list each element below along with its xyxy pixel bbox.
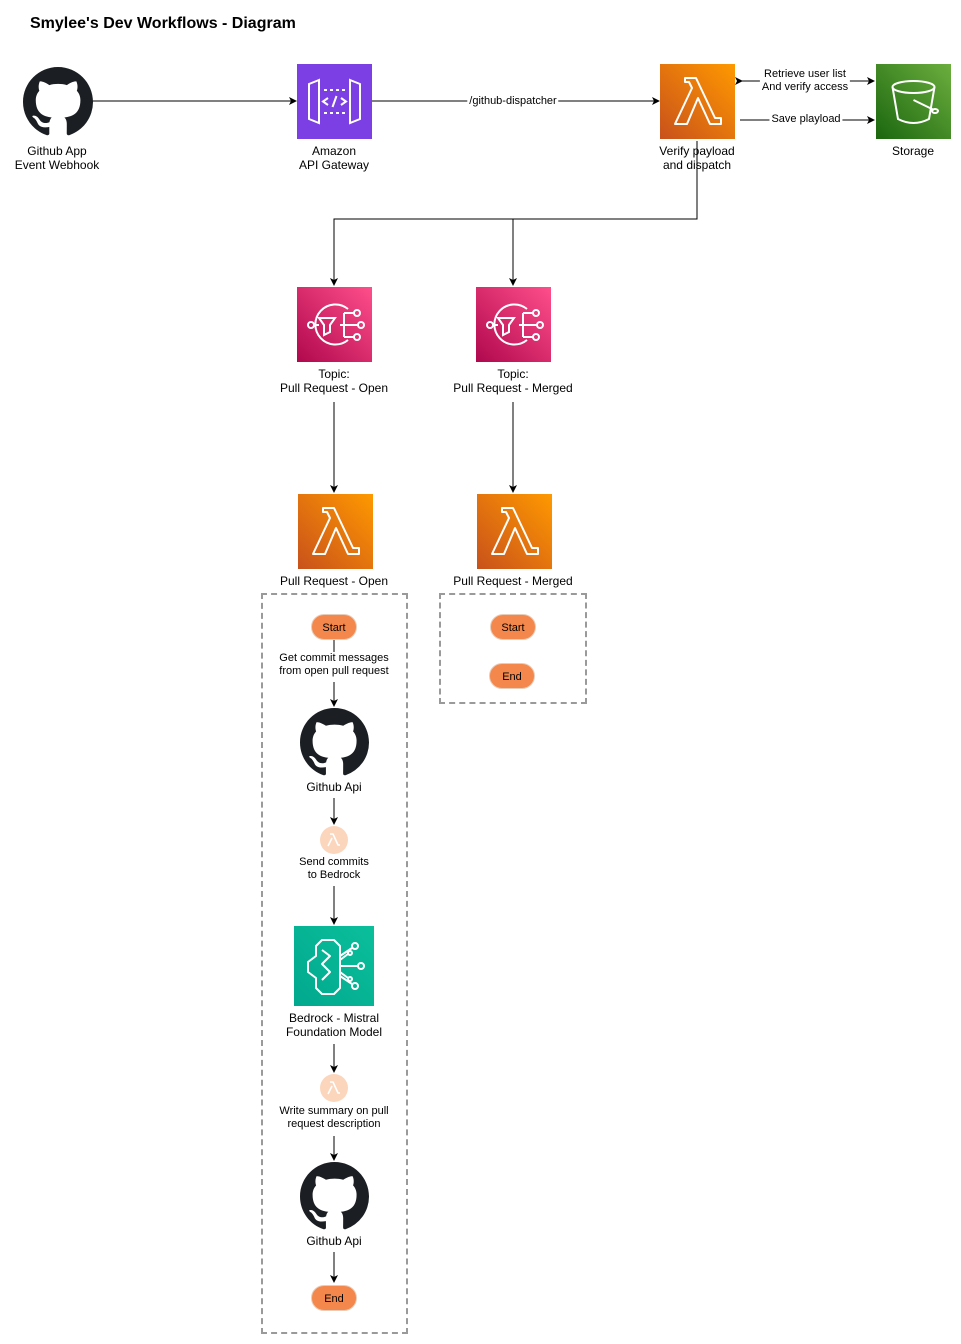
github-icon (300, 708, 369, 777)
small-lambda-icon (320, 1074, 348, 1102)
lambda-icon (477, 494, 552, 569)
lambda-icon (298, 494, 373, 569)
github-api-label: Github Api (306, 780, 362, 794)
lambda-open-label: Pull Request - Open (279, 574, 389, 588)
lambda-icon (660, 64, 735, 139)
sns-topic-icon (297, 287, 372, 362)
open-workflow-container (261, 593, 408, 1334)
lambda-merged-label: Pull Request - Merged (453, 574, 573, 588)
small-lambda-icon (320, 826, 348, 854)
storage-label: Storage (891, 144, 935, 158)
edge-dispatch-to-topic-open (330, 141, 698, 286)
diagram-title: Smylee's Dev Workflows - Diagram (30, 15, 296, 32)
open-start-terminal: Start (311, 614, 357, 640)
github-icon (300, 1162, 369, 1231)
merged-workflow-container (439, 593, 587, 704)
merged-start-terminal: Start (490, 614, 536, 640)
save-edge-label: Save playload (769, 113, 843, 126)
topic-open-label: Topic:Pull Request - Open (279, 367, 389, 395)
github-api-label: Github Api (306, 1234, 362, 1248)
merged-end-terminal: End (489, 663, 535, 689)
open-end-terminal: End (311, 1285, 357, 1311)
bedrock-icon (294, 926, 374, 1006)
api-gateway-icon (297, 64, 372, 139)
bucket-icon (876, 64, 951, 139)
github-icon (23, 67, 93, 137)
topic-merged-label: Topic:Pull Request - Merged (453, 367, 573, 395)
dispatcher-edge-label: /github-dispatcher (467, 95, 559, 108)
sns-topic-icon (476, 287, 551, 362)
